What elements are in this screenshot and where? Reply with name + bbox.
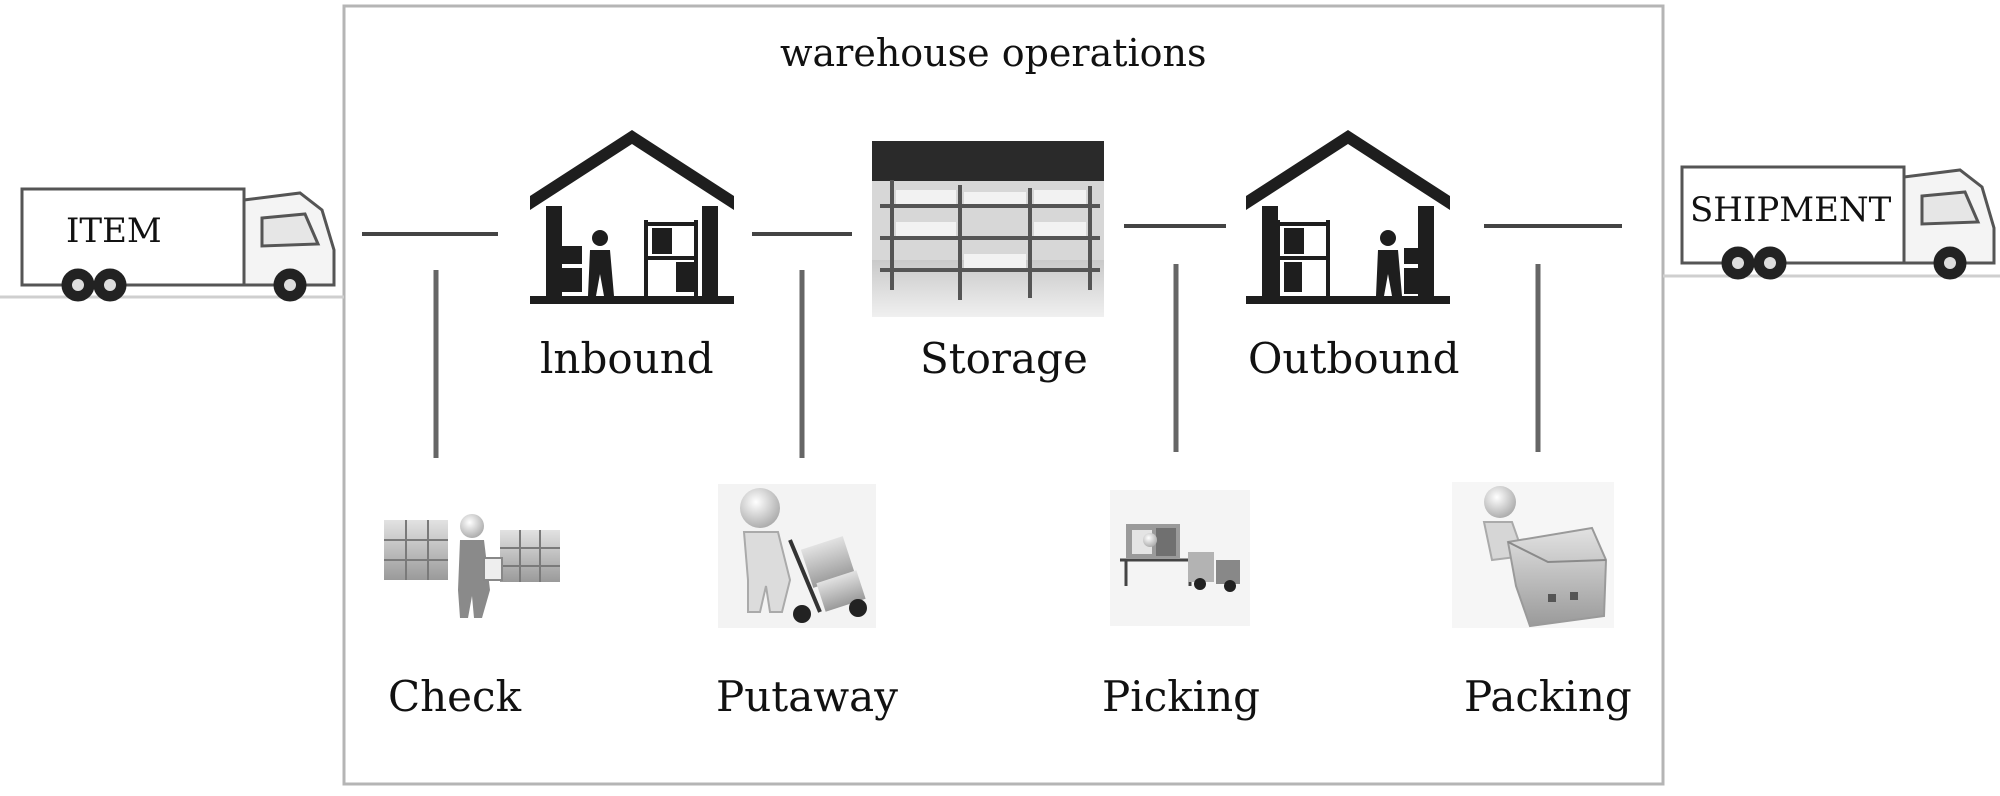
flow-lines — [362, 224, 1622, 236]
step-label-putaway: Putaway — [716, 672, 898, 721]
putaway-hand-truck-icon — [718, 484, 876, 628]
storage-racks-icon — [872, 141, 1104, 317]
check-inspector-icon — [384, 514, 560, 618]
operations-frame — [342, 4, 1665, 786]
destination-truck-label: SHIPMENT — [1690, 190, 1892, 230]
diagram-title: warehouse operations — [780, 31, 1207, 75]
origin-truck-label: ITEM — [66, 211, 162, 251]
picking-forklift-icon — [1110, 490, 1250, 626]
stage-label-outbound: Outbound — [1248, 334, 1460, 383]
stage-label-inbound: lnbound — [540, 334, 714, 383]
inbound-warehouse-icon — [530, 130, 734, 304]
packing-box-icon — [1452, 482, 1614, 628]
stage-label-storage: Storage — [920, 334, 1088, 383]
step-label-picking: Picking — [1102, 672, 1261, 721]
outbound-warehouse-icon — [1246, 130, 1450, 304]
step-label-packing: Packing — [1464, 672, 1632, 721]
step-label-check: Check — [388, 672, 522, 721]
item-truck-icon — [20, 187, 336, 302]
shipment-truck-icon — [1680, 165, 1996, 280]
step-connectors — [433, 264, 1541, 458]
